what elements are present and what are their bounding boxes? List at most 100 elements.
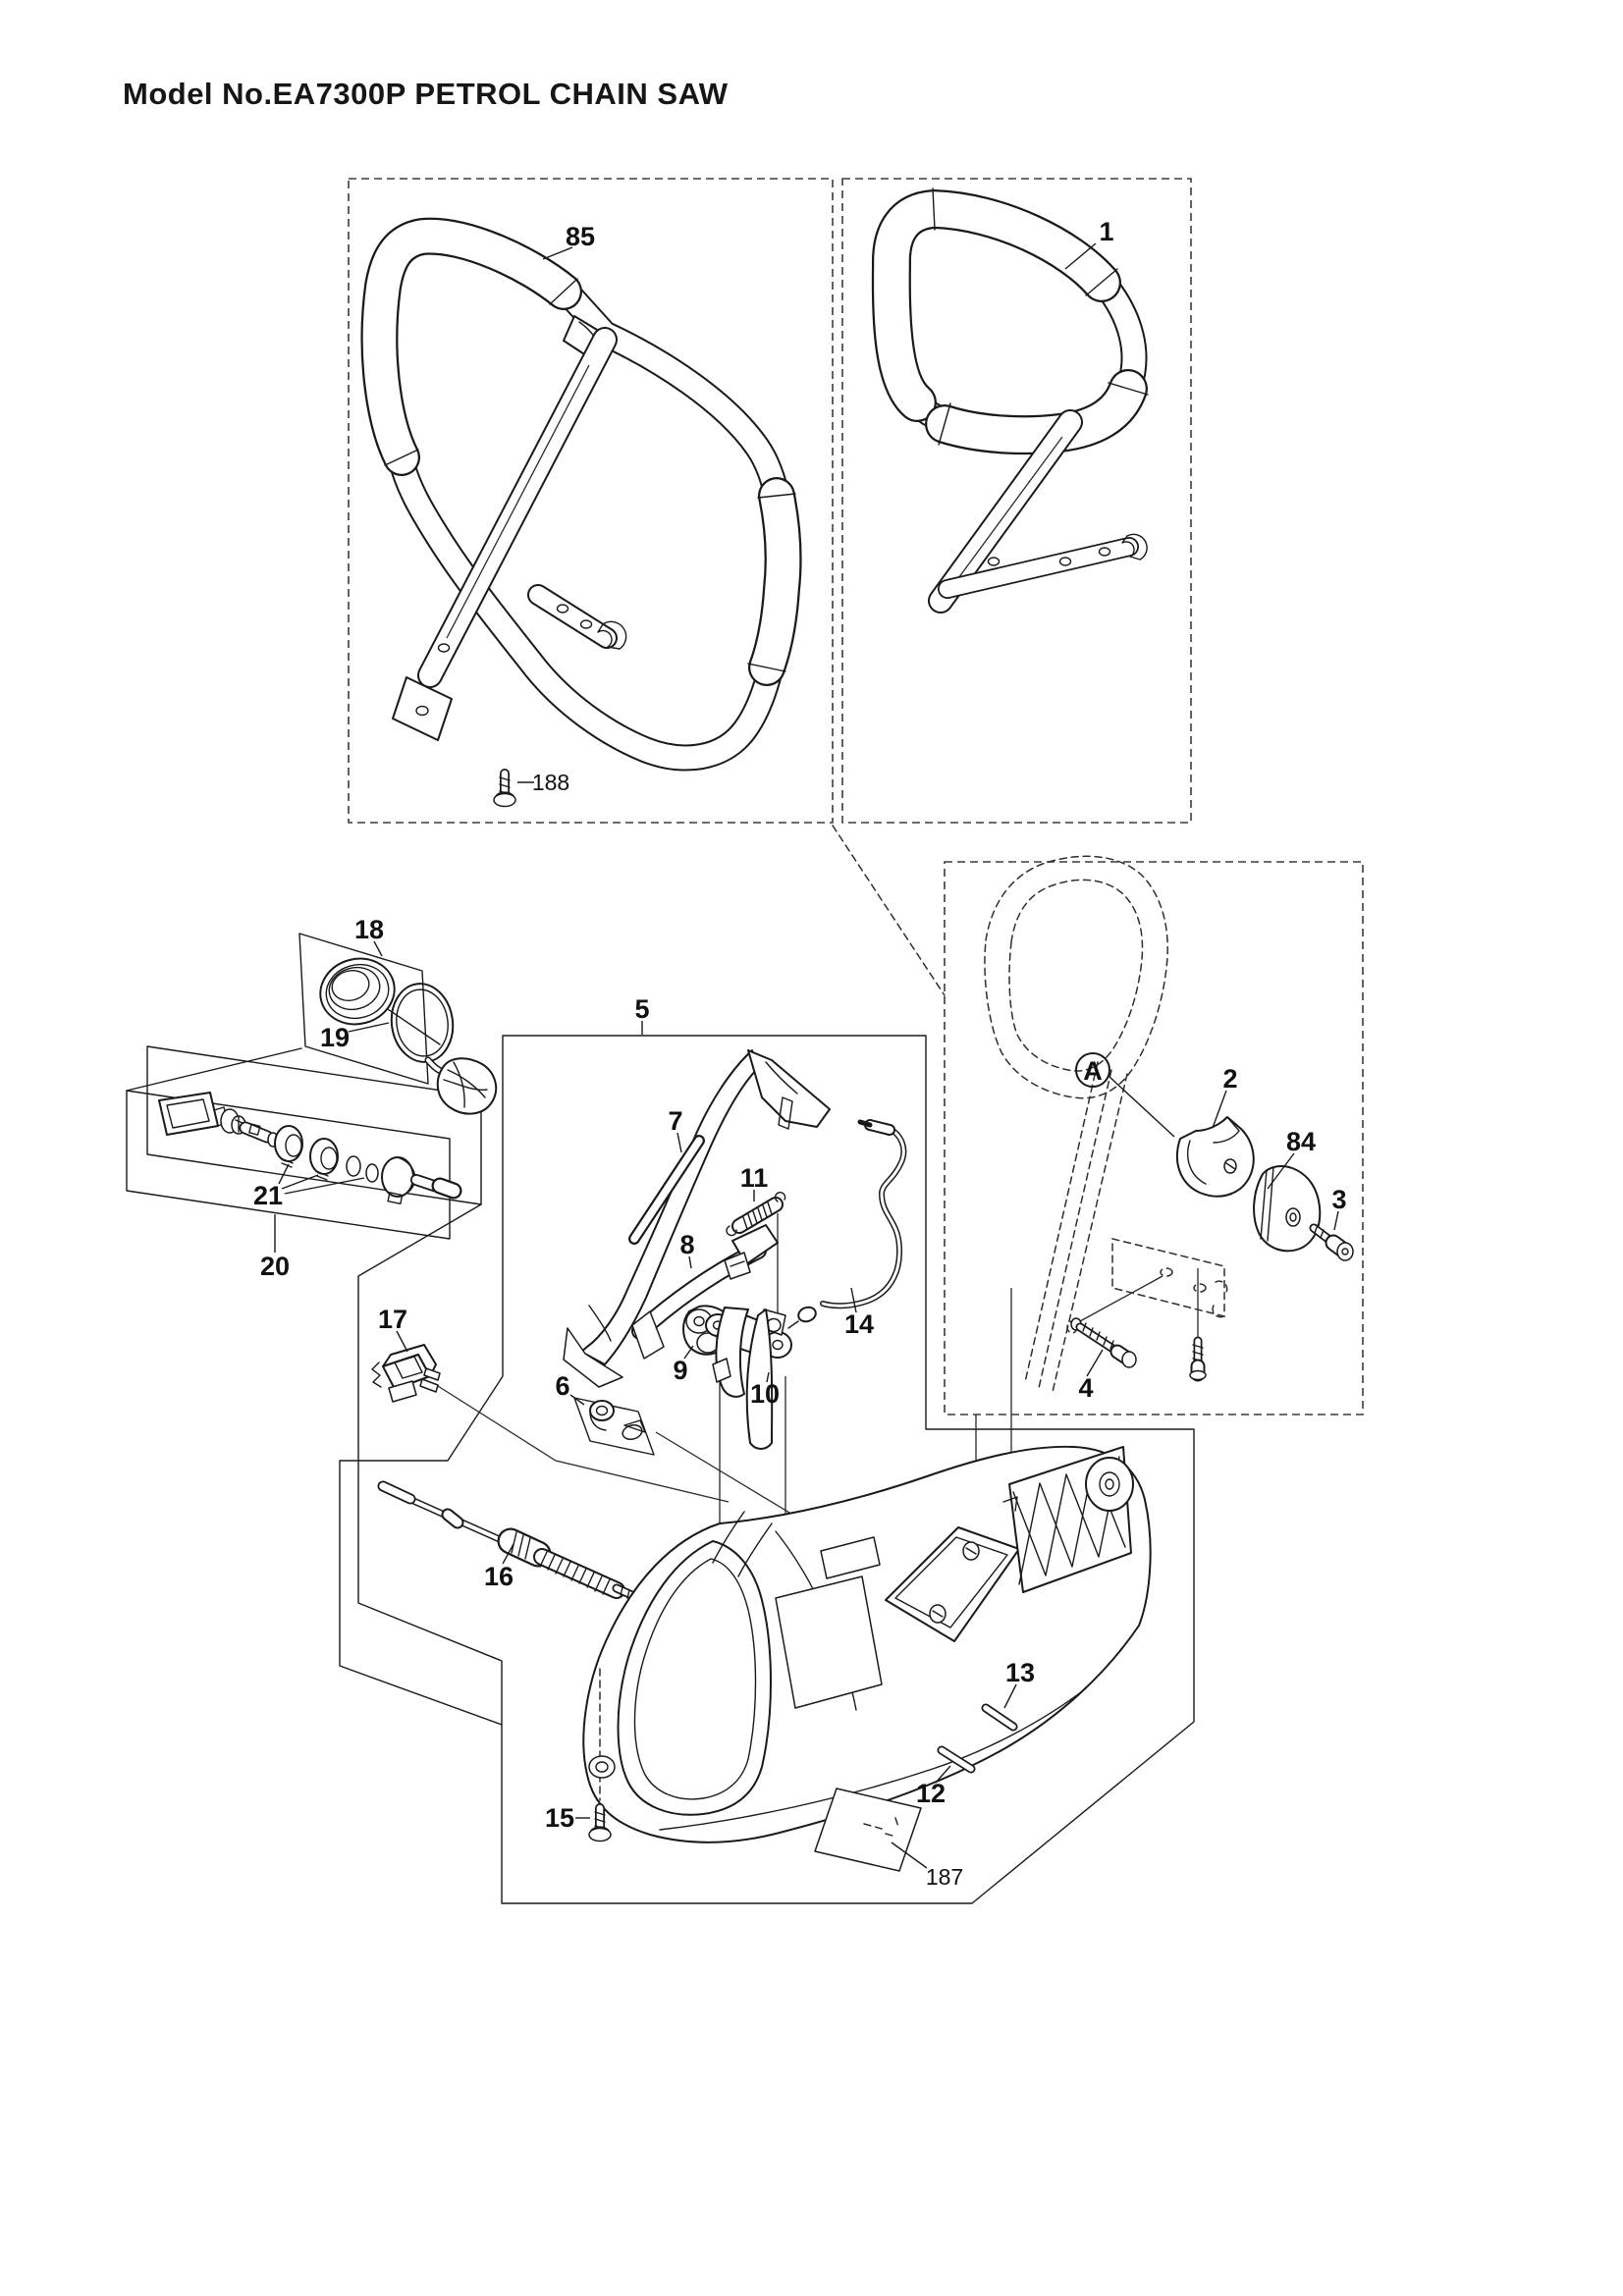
label-leader-lines xyxy=(274,242,1339,1869)
phantom-bar-center xyxy=(1038,1069,1112,1389)
cap-ring-d xyxy=(365,1163,379,1183)
part-label-16: 16 xyxy=(484,1562,514,1591)
cap-tab xyxy=(387,1192,404,1205)
housing-grip-neck xyxy=(712,1511,773,1577)
screw-head xyxy=(493,792,516,808)
front-handle-1-box xyxy=(841,178,1192,824)
part-label-11: 11 xyxy=(740,1163,769,1193)
lever-foot xyxy=(631,1310,665,1360)
foam-cap-line xyxy=(757,493,796,499)
boot-ridges xyxy=(511,1531,531,1560)
grommet-cone xyxy=(622,1424,643,1440)
screw4-hole-line xyxy=(1079,1275,1163,1322)
part-label-8: 8 xyxy=(679,1230,694,1259)
cap-ring-c xyxy=(346,1155,361,1177)
cap-ring-19 xyxy=(390,983,455,1063)
handle-clamp-2 xyxy=(1175,1116,1255,1198)
front-handle-85-drawing xyxy=(379,235,795,758)
cable-barrel xyxy=(797,1306,817,1323)
box-connector-line xyxy=(126,1047,302,1092)
foam-cap-line xyxy=(1085,268,1118,296)
dashed-enclosure-boxes xyxy=(348,178,1364,1415)
part-label-19: 19 xyxy=(320,1023,350,1052)
bar-ridge-line xyxy=(949,436,1063,590)
handle-assembly-box-5 xyxy=(339,1035,1195,1904)
part-label-85: 85 xyxy=(566,222,595,251)
cover-hole xyxy=(1285,1207,1301,1227)
foam-cap-line xyxy=(1108,382,1149,396)
caution-label-187 xyxy=(814,1788,922,1872)
screw-188-drawing xyxy=(493,774,516,808)
cap-basket xyxy=(436,1057,498,1115)
front-handle-1-drawing xyxy=(892,187,1149,601)
bracket-boss xyxy=(1085,1457,1134,1512)
phantom-hole xyxy=(1160,1267,1173,1277)
screw3-head xyxy=(1336,1242,1354,1261)
phantom-handle-inner xyxy=(1008,879,1144,1072)
spring-hooks xyxy=(726,1192,786,1237)
front-handle-85-box xyxy=(348,178,834,824)
part-label-188: 188 xyxy=(532,770,569,795)
cap-tray-inner xyxy=(166,1098,210,1129)
basket-ribs xyxy=(443,1061,488,1108)
grommet-donut xyxy=(589,1400,615,1421)
screw4-head xyxy=(1121,1351,1137,1368)
bar-ridge-line xyxy=(446,364,590,639)
detail-a-drawing xyxy=(984,855,1354,1393)
stop-switch-drawing xyxy=(371,1344,441,1403)
part-label-3: 3 xyxy=(1331,1185,1346,1214)
fuel-cap-box-18 xyxy=(298,933,429,1085)
part-label-14: 14 xyxy=(844,1309,874,1339)
switch-terminal xyxy=(419,1378,439,1393)
adjust-rod-drawing xyxy=(383,1486,679,1615)
part-label-7: 7 xyxy=(668,1106,682,1136)
cap-collar-a xyxy=(274,1125,303,1162)
housing-screw-boss xyxy=(588,1755,616,1779)
handle-mount-plate xyxy=(392,676,453,741)
switch-base xyxy=(388,1380,417,1403)
foam-cap-line xyxy=(384,449,419,466)
strap-channel-end xyxy=(597,620,627,650)
bracket-hole xyxy=(1098,547,1111,557)
part-label-18: 18 xyxy=(354,915,384,944)
brake-lever-drawing xyxy=(631,1224,779,1360)
foam-cap-line xyxy=(747,663,786,672)
part-label-5: 5 xyxy=(634,994,649,1024)
detail-a-box xyxy=(944,861,1364,1415)
switch-clip xyxy=(371,1362,382,1388)
part-label-17: 17 xyxy=(378,1305,407,1334)
cap-parts-box-20 xyxy=(126,1090,451,1240)
detail-a-marker-circle xyxy=(1075,1052,1110,1088)
phantom-clips xyxy=(1212,1280,1228,1318)
trigger-blade xyxy=(715,1307,749,1398)
part-label-12: 12 xyxy=(916,1779,946,1808)
grommet-set-drawing xyxy=(573,1397,655,1456)
housing-vent-recess xyxy=(820,1536,881,1579)
guard-hook xyxy=(765,1061,798,1130)
bracket-channel-end xyxy=(1121,533,1148,561)
hand-guard-drawing xyxy=(563,1049,831,1388)
phantom-handle-outer xyxy=(984,855,1168,1099)
cap-collar-b xyxy=(309,1138,339,1175)
phantom-bar-edge xyxy=(1052,1073,1128,1393)
solid-compartment-boxes xyxy=(126,933,1195,1904)
detail-connector-dashed-line xyxy=(832,825,946,996)
bar-hole xyxy=(987,557,1001,566)
throttle-cable-drawing xyxy=(787,1122,903,1329)
part-label-13: 13 xyxy=(1005,1658,1035,1687)
part-label-10: 10 xyxy=(750,1379,780,1409)
housing-front-rim-inner xyxy=(633,1558,757,1800)
part-label-9: 9 xyxy=(673,1356,687,1385)
guard-foot xyxy=(563,1327,623,1388)
part-label-187: 187 xyxy=(926,1864,963,1890)
foam-cap-line xyxy=(549,278,578,305)
switch-terminal xyxy=(423,1367,441,1381)
foam-cap-line xyxy=(938,402,951,446)
housing-label-recess xyxy=(775,1575,883,1709)
strap-hole xyxy=(556,604,569,614)
plate-hole xyxy=(415,705,429,717)
cap-exploded-parts-drawing xyxy=(158,1092,462,1205)
screw-head xyxy=(1189,1369,1207,1381)
